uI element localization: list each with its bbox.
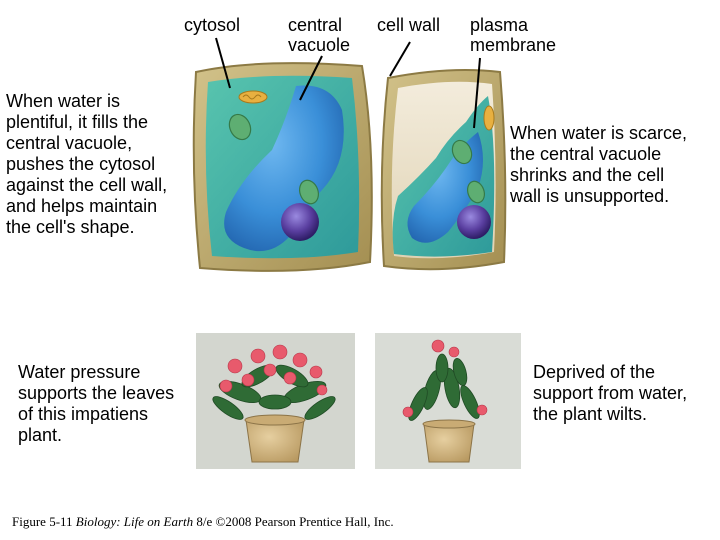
chloroplast-icon bbox=[228, 113, 320, 205]
mitochondrion-icon bbox=[238, 90, 268, 104]
photo-wilted-plant bbox=[375, 333, 521, 469]
flower-pot bbox=[423, 423, 475, 463]
pointer-plasma-membrane bbox=[473, 57, 481, 129]
pointer-lines bbox=[215, 37, 481, 129]
nucleus-right bbox=[457, 205, 491, 239]
chloroplast-icon bbox=[451, 139, 486, 204]
caption-book-title: Biology: Life on Earth bbox=[75, 514, 194, 529]
text-water-plentiful: When water is plentiful, it fills the ce… bbox=[6, 91, 168, 237]
figure-caption: Figure 5-11 Biology: Life on Earth 8/e ©… bbox=[12, 514, 394, 530]
flowers bbox=[219, 344, 328, 396]
text-water-pressure: Water pressure supports the leaves of th… bbox=[18, 362, 175, 445]
text-deprived: Deprived of the support from water, the … bbox=[533, 362, 688, 424]
central-vacuole-left bbox=[224, 85, 344, 252]
label-central-vacuole: central vacuole bbox=[288, 15, 351, 55]
photo-healthy-plant bbox=[196, 333, 355, 469]
label-plasma-membrane: plasma membrane bbox=[470, 15, 557, 55]
label-cytosol: cytosol bbox=[184, 15, 241, 35]
pointer-central-vacuole bbox=[299, 55, 323, 101]
plasmolyzed-cell bbox=[380, 69, 507, 271]
flower-pot bbox=[245, 419, 305, 463]
text-water-scarce: When water is scarce, the central vacuol… bbox=[510, 123, 688, 206]
turgid-cell bbox=[192, 62, 373, 272]
mitochondrion-icon bbox=[483, 105, 495, 131]
pointer-cytosol bbox=[215, 37, 231, 89]
nucleus-left bbox=[281, 203, 319, 241]
caption-rest: 8/e ©2008 Pearson Prentice Hall, Inc. bbox=[193, 514, 394, 529]
wilted-leaves bbox=[408, 353, 480, 421]
caption-fig: Figure 5-11 bbox=[12, 514, 76, 529]
pointer-cell-wall bbox=[389, 41, 411, 77]
label-cell-wall: cell wall bbox=[377, 15, 441, 35]
